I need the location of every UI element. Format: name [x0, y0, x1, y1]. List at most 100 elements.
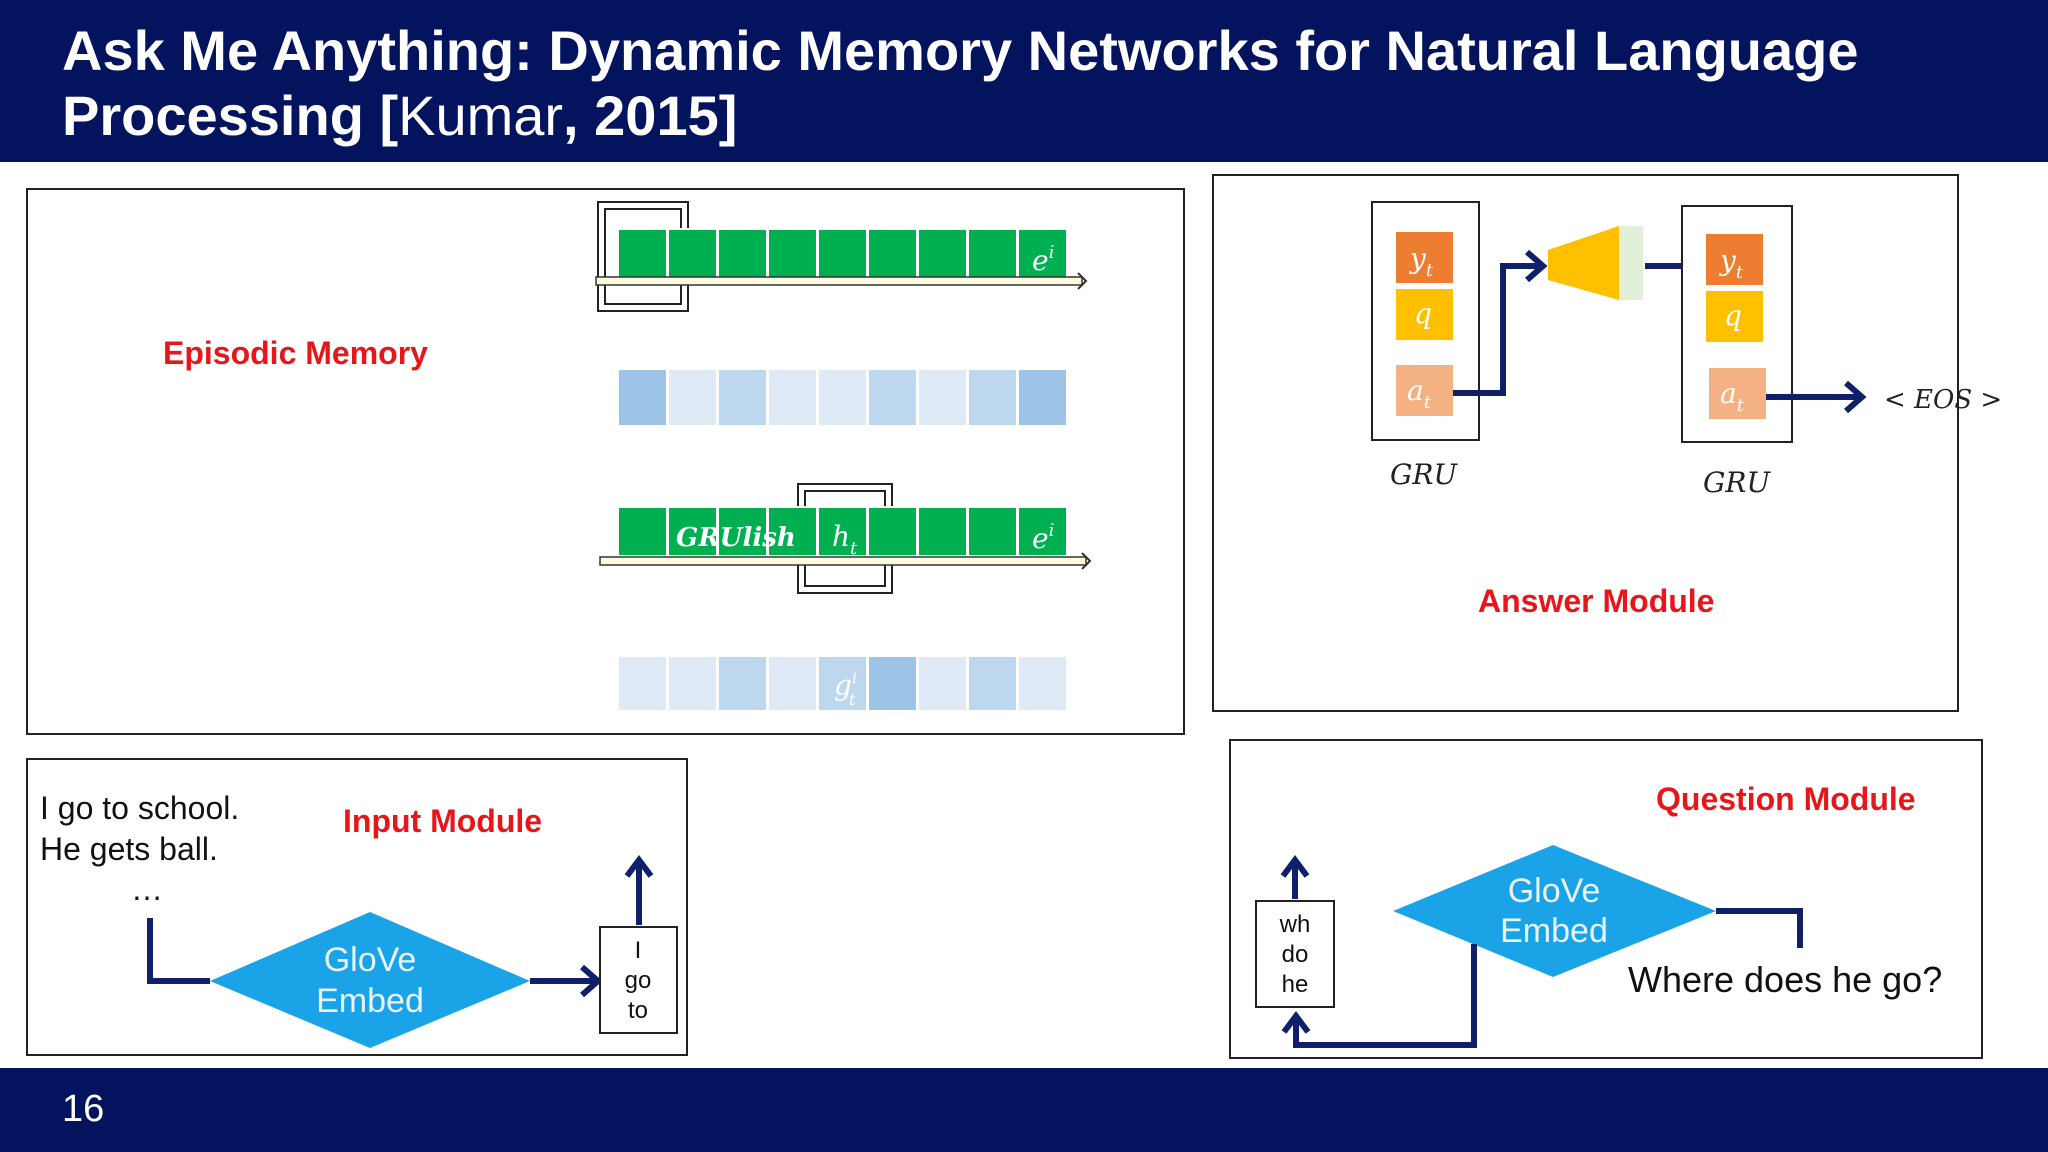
question-token-1: wh: [1279, 911, 1311, 938]
eos-arrowhead: [1844, 380, 1867, 414]
at-label-2: at: [1720, 377, 1745, 416]
q-cell-1: [1396, 289, 1453, 340]
attention-cell: [717, 368, 768, 427]
attention-row-1: [617, 368, 1068, 427]
q-cell-2: [1706, 291, 1763, 342]
question-token-3: he: [1282, 971, 1309, 998]
attention-cell: [917, 368, 968, 427]
input-glove-line2: Embed: [316, 982, 424, 1020]
question-glove-line1: GloVe: [1508, 872, 1601, 910]
memory-cell: [967, 506, 1018, 557]
yt-cell-2: [1706, 234, 1763, 285]
slide-title: Ask Me Anything: Dynamic Memory Networks…: [62, 18, 2022, 148]
input-sentence-2: He gets ball.: [40, 831, 218, 867]
memory-cell: [717, 228, 768, 279]
memory-cell: [1017, 506, 1068, 557]
decoder-output-bar: [1619, 226, 1643, 300]
memory-cell: [617, 228, 668, 279]
gate-cell: [917, 655, 968, 712]
question-up-arrowhead: [1280, 855, 1310, 878]
time-arrow-2-head: [1081, 552, 1092, 570]
episodic-memory-label: Episodic Memory: [163, 335, 428, 371]
gru-label-2: GRU: [1703, 466, 1771, 499]
input-token-1: I: [635, 937, 642, 964]
time-arrow-1-head: [1077, 272, 1088, 290]
input-sentence-1: I go to school.: [40, 790, 239, 826]
slide-footer: [0, 1068, 2048, 1152]
memory-cell: [917, 506, 968, 557]
grulish-label: GRUlish: [676, 523, 796, 553]
memory-row-1: ei: [617, 228, 1068, 279]
at-label-1: at: [1407, 374, 1432, 413]
gate-cell: [617, 655, 668, 712]
attention-cell: [817, 368, 868, 427]
memory-cell: [767, 506, 818, 557]
yt-cell-1: [1396, 232, 1453, 283]
memory-cell: [717, 506, 768, 557]
memory-cell: [617, 506, 668, 557]
attention-cell: [667, 368, 718, 427]
gru-label-1: GRU: [1390, 458, 1458, 491]
attention-cell: [767, 368, 818, 427]
gate-cell-gt: [817, 655, 868, 712]
attention-cell: [617, 368, 668, 427]
input-token-box: [599, 926, 678, 1034]
attention-cell: [967, 368, 1018, 427]
gate-cell: [867, 655, 918, 712]
attention-cell: [867, 368, 918, 427]
question-token-box: [1255, 900, 1335, 1008]
at-cell-2: [1709, 368, 1766, 419]
answer-module-label: Answer Module: [1478, 583, 1714, 619]
gate-cell: [667, 655, 718, 712]
input-token-2: go: [625, 967, 652, 994]
memory-cell: [767, 228, 818, 279]
time-arrow-2: [599, 556, 1087, 566]
input-text-connector: [147, 918, 210, 984]
gate-cell: [1017, 655, 1068, 712]
q-label-2: q: [1724, 299, 1742, 332]
gate-cell: [767, 655, 818, 712]
question-glove-line2: Embed: [1500, 912, 1608, 950]
title-line-1: Ask Me Anything: Dynamic Memory Networks…: [62, 19, 1859, 82]
input-token-3: to: [628, 997, 648, 1024]
attention-cell: [1017, 368, 1068, 427]
ei-label-1: ei: [1032, 242, 1054, 277]
memory-cell-ht: [817, 506, 868, 557]
eos-label: < EOS >: [1884, 385, 2002, 415]
question-embed-arrowhead: [1281, 1011, 1311, 1034]
title-author: Kumar: [398, 84, 564, 147]
question-embed-path: [1293, 944, 1477, 1048]
title-year: , 2015]: [563, 84, 738, 147]
slide-header: [0, 0, 2048, 162]
title-line-2-bold: Processing [: [62, 84, 399, 147]
memory-cell: [817, 228, 868, 279]
input-embed-arrowhead: [580, 964, 603, 998]
memory-row-2: GRUlish ht ei: [617, 506, 1068, 559]
q-label-1: q: [1414, 297, 1432, 330]
input-module: I go to school. He gets ball. … Input Mo…: [26, 758, 688, 1056]
time-arrow-1: [595, 276, 1083, 286]
question-text-connector: [1716, 908, 1803, 948]
yt-label-2: yt: [1718, 244, 1744, 283]
memory-cell: [967, 228, 1018, 279]
decoder-trapezoid: [1548, 226, 1619, 300]
input-up-arrowhead: [624, 855, 654, 878]
input-ellipsis: …: [131, 871, 163, 907]
input-glove-line1: GloVe: [324, 941, 417, 979]
at-cell-1: [1396, 365, 1453, 416]
answer-module: yt q at GRU yt q at GRU < EOS > Answer M…: [1212, 174, 2002, 712]
episodic-memory-module: Episodic Memory ei: [26, 188, 1185, 735]
ei-label-2: ei: [1032, 520, 1054, 555]
gate-cell: [967, 655, 1018, 712]
yt-label-1: yt: [1408, 242, 1434, 281]
memory-cell: [867, 228, 918, 279]
memory-cell: [667, 228, 718, 279]
ht-label: ht: [832, 520, 858, 559]
question-module-label: Question Module: [1656, 781, 1916, 817]
input-glove-diamond: [210, 912, 530, 1048]
question-module: Question Module GloVe Embed Where does h…: [1229, 739, 1983, 1059]
question-token-2: do: [1282, 941, 1309, 968]
